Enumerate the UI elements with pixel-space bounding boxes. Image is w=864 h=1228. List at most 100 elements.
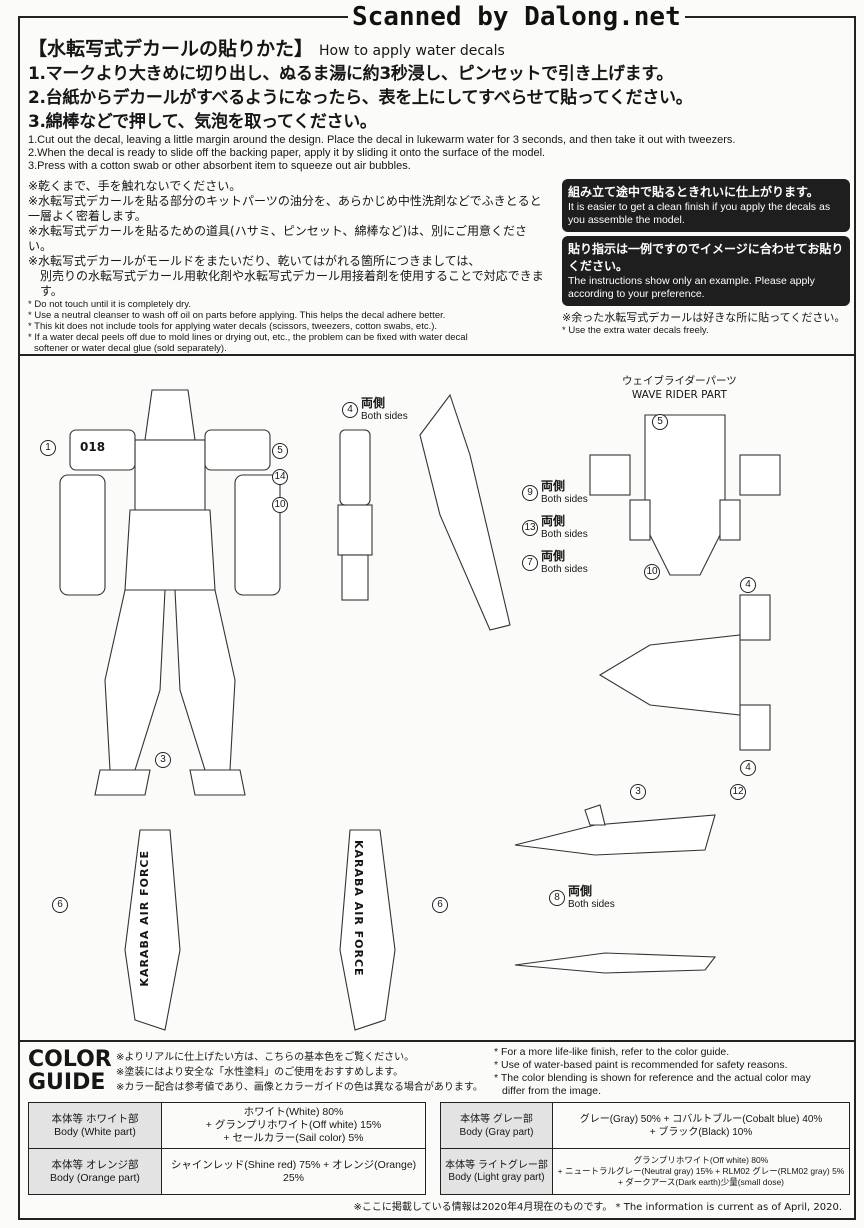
part-jp: 本体等 グレー部 bbox=[460, 1113, 533, 1125]
title-en: How to apply water decals bbox=[319, 43, 505, 59]
mix-line: シャインレッド(Shine red) 75% + オレンジ(Orange) 25… bbox=[170, 1158, 417, 1184]
mix-line: グレー(Gray) 50% + コバルトブルー(Cobalt blue) 40% bbox=[579, 1113, 823, 1125]
extra-note-jp: ※余った水転写式デカールは好きな所に貼ってください。 bbox=[562, 311, 846, 324]
mix: グランプリホワイト(Off white) 80%+ ニュートラルグレー(Neut… bbox=[552, 1148, 850, 1195]
wave-label-3: 3 bbox=[630, 784, 646, 800]
label-number: 5 bbox=[652, 414, 668, 430]
tip-jp: 組み立て途中で貼るときれいに仕上がります。 bbox=[568, 185, 819, 199]
both-en: Both sides bbox=[541, 564, 588, 575]
wave-rider-jp: ウェイブライダーパーツ bbox=[622, 375, 737, 387]
mecha-back-left bbox=[124, 829, 181, 1031]
mix-line: + ブラック(Black) 10% bbox=[649, 1126, 753, 1138]
tips-column: 組み立て途中で貼るときれいに仕上がります。 It is easier to get… bbox=[562, 179, 850, 354]
title-line: GUIDE bbox=[28, 1070, 106, 1095]
decal-label-14: 14 bbox=[272, 469, 288, 485]
tip-box-assemble: 組み立て途中で貼るときれいに仕上がります。 It is easier to get… bbox=[562, 179, 850, 232]
decal-label-1: 1 bbox=[40, 440, 56, 456]
label-number: 5 bbox=[272, 443, 288, 459]
notes-row: ※乾くまで、手を触れないでください。 ※水転写式デカールを貼る部分のキットパーツ… bbox=[28, 179, 850, 354]
label-number: 4 bbox=[740, 760, 756, 776]
step-en: 3.Press with a cotton swab or other abso… bbox=[28, 160, 411, 172]
tip-box-example: 貼り指示は一例ですのでイメージに合わせてお貼りください。The instruct… bbox=[562, 236, 850, 306]
note-jp: 別売りの水転写式デカール用軟化剤や水転写式デカール用接着剤を使用することで対応で… bbox=[40, 269, 544, 298]
part-jp: 本体等 オレンジ部 bbox=[51, 1158, 139, 1171]
decal-label-10: 10 bbox=[272, 497, 288, 513]
mecha-back-right bbox=[339, 829, 396, 1031]
mix-line: ホワイト(White) 80% bbox=[243, 1106, 344, 1118]
decal-karaba-left: KARABA AIR FORCE bbox=[138, 850, 151, 987]
mix-line: + ニュートラルグレー(Neutral gray) 15% + RLM02 グレ… bbox=[557, 1166, 845, 1176]
mix: グレー(Gray) 50% + コバルトブルー(Cobalt blue) 40%… bbox=[552, 1102, 850, 1149]
note: ※よりリアルに仕上げたい方は、こちらの基本色をご覧ください。 bbox=[116, 1052, 415, 1063]
step-jp: 3.綿棒などで押して、気泡を取ってください。 bbox=[28, 112, 377, 132]
wave-label-4-bottom: 4 bbox=[740, 760, 756, 776]
mix: シャインレッド(Shine red) 75% + オレンジ(Orange) 25… bbox=[161, 1148, 426, 1195]
wave-rider-bottom bbox=[598, 594, 771, 751]
both-jp: 両側 bbox=[541, 479, 566, 493]
note-en: * This kit does not include tools for ap… bbox=[28, 321, 438, 332]
note: * The color blending is shown for refere… bbox=[494, 1072, 811, 1084]
wave-label-4-top: 4 bbox=[740, 577, 756, 593]
label-number: 3 bbox=[155, 752, 171, 768]
label-number: 12 bbox=[730, 784, 746, 800]
note-en: * If a water decal peels off due to mold… bbox=[28, 332, 468, 343]
both-jp: 両側 bbox=[361, 396, 386, 410]
label-number: 13 bbox=[522, 520, 538, 536]
label-number: 10 bbox=[272, 497, 288, 513]
decal-label-3: 3 bbox=[155, 752, 171, 768]
decal-karaba-right: KARABA AIR FORCE bbox=[352, 840, 365, 977]
wave-rider-side-lower bbox=[514, 952, 717, 974]
extra-note: ※余った水転写式デカールは好きな所に貼ってください。* Use the extr… bbox=[562, 310, 850, 336]
both-en: Both sides bbox=[541, 529, 588, 540]
part-en: Body (Gray part) bbox=[459, 1126, 534, 1138]
note: differ from the image. bbox=[502, 1085, 602, 1097]
instructions-section: 【水転写式デカールの貼りかた】 How to apply water decals… bbox=[28, 38, 850, 354]
mix-line: + ダークアース(Dark earth)少量(small dose) bbox=[617, 1177, 785, 1187]
both-jp: 両側 bbox=[541, 514, 566, 528]
page-title: 【水転写式デカールの貼りかた】 How to apply water decals bbox=[28, 38, 850, 62]
title-jp: 【水転写式デカールの貼りかた】 bbox=[28, 38, 314, 60]
note-en: softener or water decal glue (sold separ… bbox=[34, 343, 227, 354]
color-guide-frame bbox=[18, 1040, 856, 1220]
wave-label-5: 5 bbox=[652, 414, 668, 430]
note-jp: ※水転写式デカールを貼るための道具(ハサミ、ピンセット、綿棒など)は、別にご用意… bbox=[28, 224, 527, 253]
mix: ホワイト(White) 80%+ グランプリホワイト(Off white) 15… bbox=[161, 1102, 426, 1149]
watermark: Scanned by Dalong.net bbox=[348, 2, 685, 32]
note-jp: ※乾くまで、手を触れないでください。 bbox=[28, 179, 242, 193]
note-jp: ※水転写式デカールがモールドをまたいだり、乾いてはがれる箇所につきましては、 bbox=[28, 254, 481, 268]
note-en: * Do not touch until it is completely dr… bbox=[28, 299, 191, 310]
label-number: 9 bbox=[522, 485, 538, 501]
label-number: 3 bbox=[630, 784, 646, 800]
label-number: 1 bbox=[40, 440, 56, 456]
mix-line: + グランプリホワイト(Off white) 15% bbox=[205, 1119, 382, 1131]
shield-part bbox=[419, 393, 511, 631]
wave-rider-top bbox=[589, 414, 781, 576]
color-guide-notes-en: * For a more life-like finish, refer to … bbox=[494, 1046, 811, 1098]
both-en: Both sides bbox=[361, 411, 408, 422]
part-en: Body (White part) bbox=[54, 1125, 136, 1138]
mix-line: グランプリホワイト(Off white) 80% bbox=[633, 1155, 769, 1165]
tip-en: It is easier to get a clean finish if yo… bbox=[568, 201, 831, 226]
note: ※塗装にはより安全な「水性塗料」のご使用をおすすめします。 bbox=[116, 1067, 404, 1078]
notes-column: ※乾くまで、手を触れないでください。 ※水転写式デカールを貼る部分のキットパーツ… bbox=[28, 179, 550, 354]
note-en: * Use a neutral cleanser to wash off oil… bbox=[28, 310, 446, 321]
mecha-front-view bbox=[59, 389, 281, 796]
color-guide-notes-jp: ※よりリアルに仕上げたい方は、こちらの基本色をご覧ください。 ※塗装にはより安全な… bbox=[116, 1050, 483, 1095]
both-en: Both sides bbox=[568, 899, 615, 910]
step-en: 2.When the decal is ready to slide off t… bbox=[28, 147, 546, 159]
label-number: 14 bbox=[272, 469, 288, 485]
decal-number: 018 bbox=[80, 440, 106, 454]
